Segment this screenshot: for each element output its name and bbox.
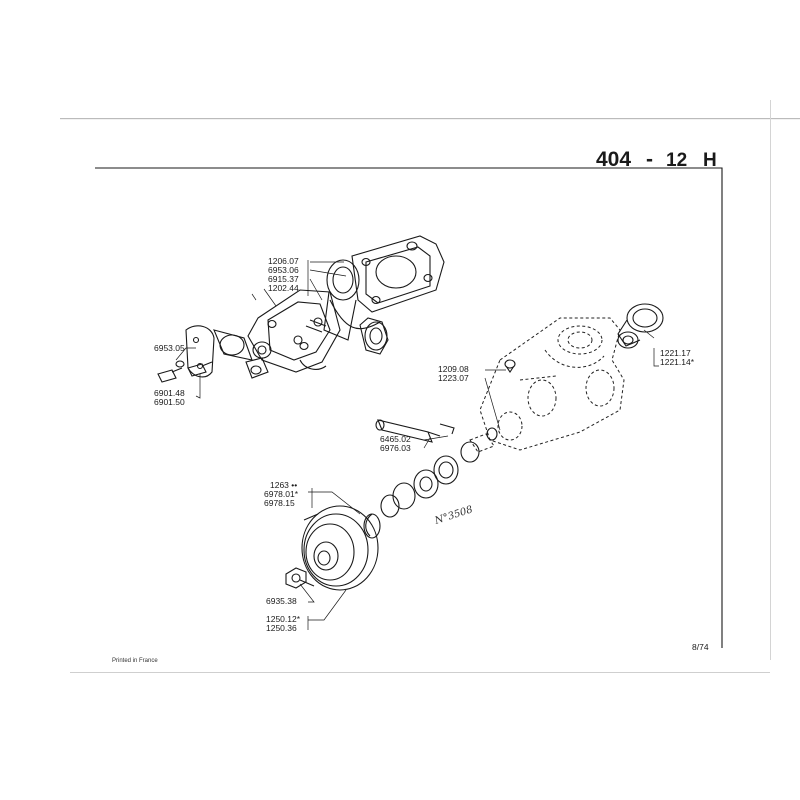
label-1250-12: 1250.12* <box>266 614 301 624</box>
part-labels: 1206.07 6953.06 6915.37 1202.44 6953.05 … <box>154 256 695 633</box>
filler-cap <box>617 303 664 349</box>
label-6901-50: 6901.50 <box>154 397 185 407</box>
bearing-stack <box>363 427 498 539</box>
label-6915-37: 6915.37 <box>268 274 299 284</box>
label-1206-07: 1206.07 <box>268 256 299 266</box>
label-6976-03: 6976.03 <box>380 443 411 453</box>
page-number: 8/74 <box>692 642 709 652</box>
leader-lines <box>175 260 659 630</box>
drain-plug <box>504 359 516 373</box>
handwritten-note: N°3508 <box>433 504 475 527</box>
bolt-set <box>157 360 213 383</box>
header-letter: H <box>703 150 717 171</box>
header-group: 12 <box>666 150 687 171</box>
pulley <box>299 505 379 591</box>
label-1209-08: 1209.08 <box>438 364 469 374</box>
label-1221-17: 1221.17 <box>660 348 691 358</box>
water-pump-body <box>213 235 445 379</box>
label-1223-07: 1223.07 <box>438 373 469 383</box>
printed-in-france: Printed in France <box>112 658 158 664</box>
scan-noise <box>60 100 800 673</box>
header-model: 404 <box>596 148 631 171</box>
label-6978-15: 6978.15 <box>264 498 295 508</box>
gasket-plate <box>185 325 215 378</box>
frame-border <box>95 167 723 648</box>
label-6953-05: 6953.05 <box>154 343 185 353</box>
engine-housing-outline <box>469 317 625 453</box>
label-1250-36: 1250.36 <box>266 623 297 633</box>
label-1221-14: 1221.14* <box>660 357 695 367</box>
label-6953-06: 6953.06 <box>268 265 299 275</box>
header-separator: - <box>646 148 653 171</box>
label-6935-38: 6935.38 <box>266 596 297 606</box>
label-6901-48: 6901.48 <box>154 388 185 398</box>
label-6465-02: 6465.02 <box>380 434 411 444</box>
label-6978-01: 6978.01* <box>264 489 299 499</box>
page-header: 404 - 12 H <box>596 148 717 171</box>
hex-nut <box>285 567 307 589</box>
label-1263: 1263 •• <box>270 480 297 490</box>
label-1202-44: 1202.44 <box>268 283 299 293</box>
hose-pipe <box>375 419 455 443</box>
